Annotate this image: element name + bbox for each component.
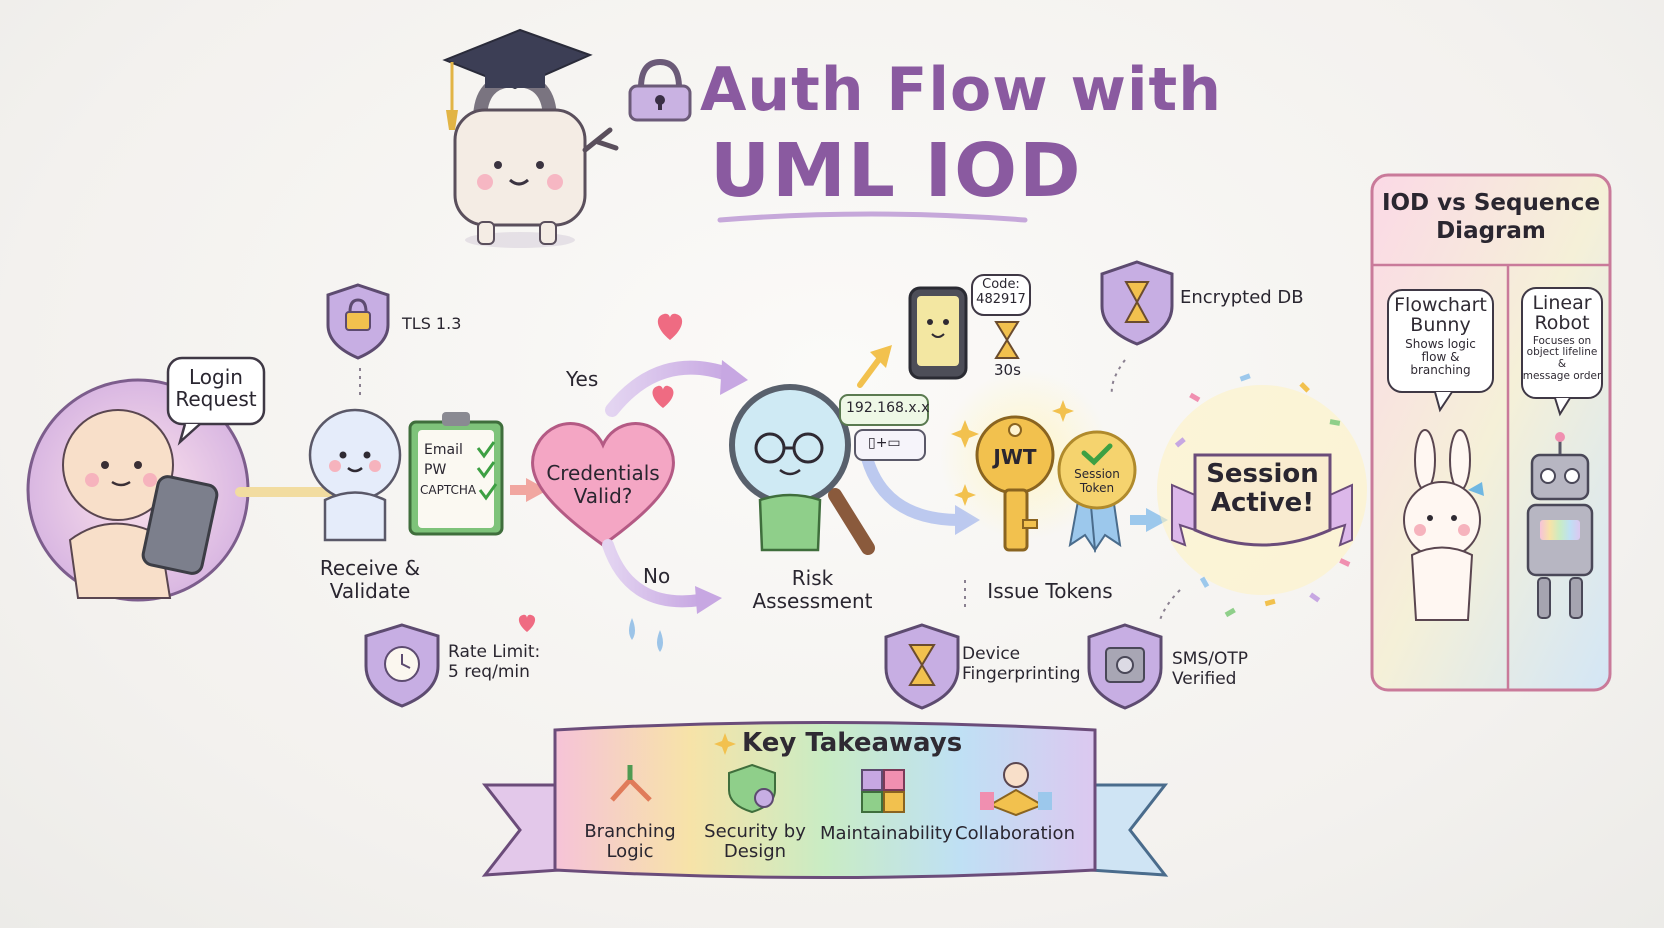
confetti: [1174, 373, 1351, 618]
bunny-desc: Shows logic flow & branching: [1405, 336, 1476, 378]
yes-label: Yes: [566, 367, 599, 391]
form-email: Email: [424, 442, 463, 458]
sparkle-icon: [951, 400, 1074, 506]
title-underline: [717, 211, 1028, 223]
key-icon: [975, 415, 1055, 552]
branch-arrows-icon: [610, 765, 652, 802]
encrypted-db-shield-icon: [1100, 260, 1174, 346]
takeaway-collaboration: Collaboration: [955, 823, 1075, 844]
validator-character: [308, 408, 402, 542]
vault-icon: [1087, 623, 1163, 710]
login-bubble: [166, 356, 266, 446]
sms-otp-label: SMS/OTP Verified: [1172, 649, 1248, 689]
arrow-to-decision: [526, 478, 548, 502]
rate-limit-label: Rate Limit: 5 req/min: [448, 642, 541, 682]
decision-label: Credentials Valid?: [546, 461, 660, 508]
form-pw: PW: [424, 462, 447, 478]
no-label: No: [643, 564, 671, 588]
takeaway-maintainability: Maintainability: [820, 823, 953, 844]
session-token-label: Session Token: [1074, 467, 1120, 495]
takeaway-security: Security by Design: [704, 821, 806, 862]
clock-icon: [364, 623, 440, 708]
robot-bubble: Linear Robot Focuses on object lifeline …: [1522, 292, 1602, 382]
risk-to-tokens-arrow: [859, 444, 966, 526]
badge-icon: [1057, 430, 1137, 553]
takeaways-title: Key Takeaways: [742, 728, 963, 758]
device-pair-label: ▯+▭: [868, 435, 901, 451]
bunny-character: [1403, 429, 1484, 621]
clipboard-form: [408, 412, 504, 536]
session-active-label: Session Active!: [1206, 459, 1319, 518]
magnifier-icon: [729, 384, 875, 555]
risk-assessment-label: Risk Assessment: [752, 566, 873, 613]
no-arrow: [602, 539, 706, 608]
yes-arrow: [605, 360, 737, 417]
ip-label: 192.168.x.x: [846, 400, 930, 416]
bunny-name: Flowchart Bunny: [1394, 294, 1487, 336]
takeaways-banner: [481, 721, 1169, 879]
hourglass-shield-icon: [884, 623, 960, 710]
bunny-bubble: Flowchart Bunny Shows logic flow & branc…: [1388, 294, 1493, 378]
robot-name: Linear Robot: [1532, 292, 1592, 334]
decision-heart: [531, 422, 675, 547]
form-captcha: CAPTCHA: [420, 483, 477, 497]
gear-shield-icon: [728, 763, 776, 814]
graduation-cap-icon: [442, 28, 619, 248]
robot-character: [1526, 432, 1594, 619]
issue-tokens-label: Issue Tokens: [987, 579, 1113, 603]
title-line-2: UML IOD: [710, 128, 1083, 214]
encrypted-db-label: Encrypted DB: [1180, 287, 1304, 308]
jwt-label: JWT: [993, 445, 1037, 469]
takeaway-branching: Branching Logic: [584, 821, 676, 862]
shield-lock-icon: [326, 283, 390, 360]
heart-icon: [518, 313, 683, 632]
title-line-1: Auth Flow with: [700, 55, 1222, 125]
takeaway-sparkle-icon: [714, 733, 736, 755]
puzzle-icon: [861, 769, 905, 813]
timer-label: 30s: [994, 361, 1021, 379]
tear-drops: [629, 618, 663, 652]
comparison-title: IOD vs Sequence Diagram: [1381, 190, 1601, 244]
device-fingerprinting-label: Device Fingerprinting: [962, 644, 1081, 684]
receive-validate-label: Receive & Validate: [319, 556, 421, 603]
handshake-icon: [980, 762, 1052, 817]
phone-icon: [908, 274, 1031, 380]
ip-box: [839, 394, 929, 461]
tls-label: TLS 1.3: [402, 314, 462, 333]
user-avatar: [26, 378, 250, 602]
code-bubble: Code: 482917: [976, 277, 1026, 307]
hourglass-icon: [994, 321, 1020, 359]
login-request-label: Login Request: [175, 365, 257, 411]
padlock-icon: [628, 58, 692, 122]
robot-desc: Focuses on object lifeline & message ord…: [1522, 334, 1602, 382]
session-ribbon: [1171, 453, 1353, 547]
